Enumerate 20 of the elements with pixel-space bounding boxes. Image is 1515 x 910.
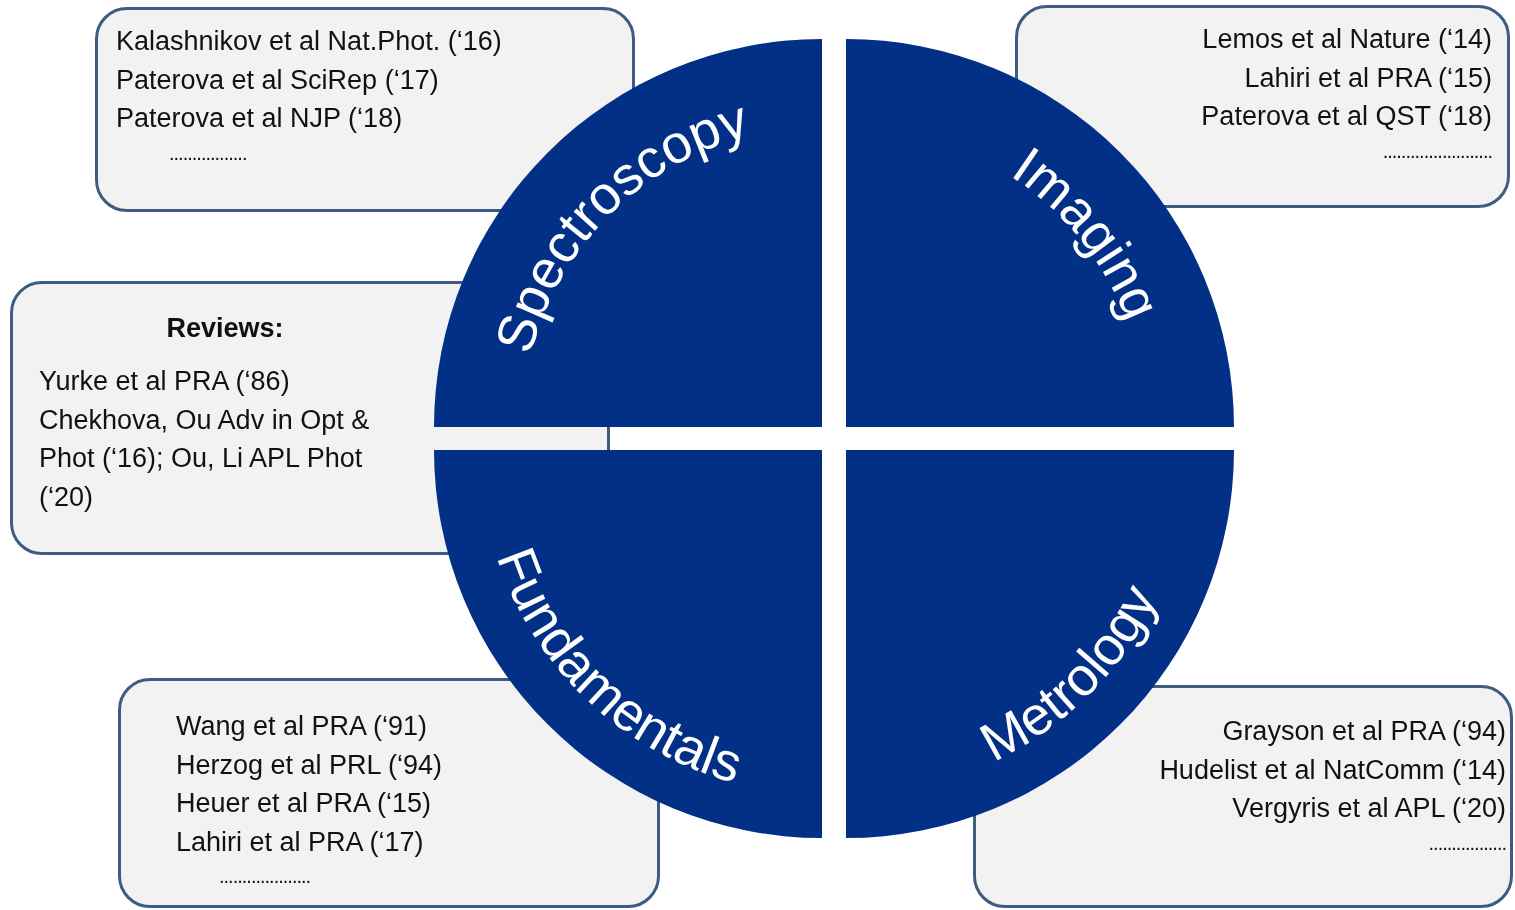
citation-text: Paterova et al NJP (‘18)	[116, 102, 404, 135]
citation-text: Yurke et al PRA (‘86)	[39, 365, 291, 398]
citation-text: Wang et al PRA (‘91)	[176, 710, 429, 743]
citation-text: Grayson et al PRA (‘94)	[1221, 715, 1506, 748]
citation-text: Heuer et al PRA (‘15)	[176, 787, 433, 820]
citation-text: Lahiri et al PRA (‘15)	[1243, 61, 1492, 95]
citation-text: Herzog et al PRL (‘94)	[176, 748, 443, 782]
ellipsis-dots: .................	[169, 140, 248, 166]
citation-text: Paterova et al SciRep (‘17)	[116, 63, 440, 97]
citation-text: Hudelist et al NatComm (‘14)	[1159, 753, 1506, 787]
citation-text: Lahiri et al PRA (‘17)	[176, 825, 425, 859]
citation-text: Lemos et al Nature (‘14)	[1201, 23, 1492, 56]
citation-text: Vergyris et al APL (‘20)	[1231, 792, 1506, 825]
ellipsis-dots: ....................	[219, 864, 312, 889]
citation-text: Kalashnikov et al Nat.Phot. (‘16)	[116, 25, 502, 58]
citation-text: Paterova et al QST (‘18)	[1201, 100, 1492, 133]
citation-text: Chekhova, Ou Adv in Opt & Phot (‘16); Ou, Li APL Phot (‘20)	[39, 403, 371, 514]
ellipsis-dots: .................	[1427, 830, 1506, 856]
reviews-heading: Reviews:	[165, 312, 285, 345]
ellipsis-dots: ........................	[1381, 138, 1492, 164]
